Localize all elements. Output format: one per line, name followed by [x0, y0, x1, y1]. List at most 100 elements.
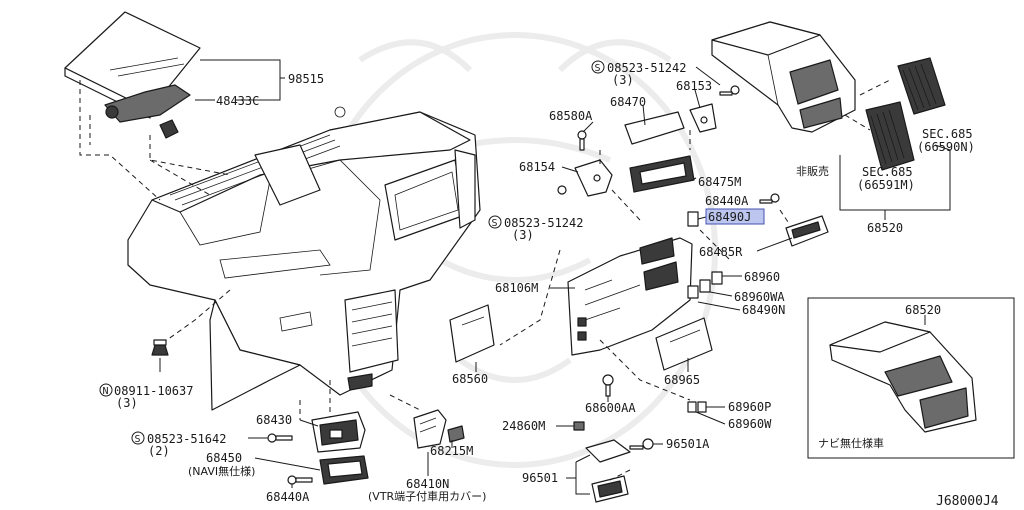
diagram-code: J68000J4 [936, 494, 999, 509]
console-leaders [839, 79, 951, 220]
svg-text:(3): (3) [116, 396, 138, 410]
svg-text:S: S [595, 63, 601, 74]
label-68450: 68450 (NAVI無仕様) [188, 451, 255, 478]
svg-text:68490N: 68490N [742, 303, 785, 317]
svg-text:68960: 68960 [744, 270, 780, 284]
svg-text:(3): (3) [512, 228, 534, 242]
label-68490j-highlighted[interactable]: 68490J [705, 208, 765, 225]
part-68430 [311, 411, 366, 453]
label-08523-51642: S 08523-51642 (2) [131, 431, 226, 458]
label-96501a: 96501A [666, 437, 710, 451]
inset-caption: ナビ無仕様車 [818, 436, 884, 450]
label-68520: 68520 [867, 221, 903, 235]
svg-text:68960WA: 68960WA [734, 290, 785, 304]
label-68106m: 68106M [495, 281, 538, 295]
svg-text:68485R: 68485R [699, 245, 743, 259]
svg-text:N: N [103, 386, 109, 397]
svg-text:68600AA: 68600AA [585, 401, 636, 415]
svg-text:非販売: 非販売 [796, 165, 829, 178]
screw-08523-51242-top [719, 85, 740, 96]
part-68154-bracket [574, 159, 613, 197]
label-hihanbai: 非販売 [796, 165, 829, 178]
label-68960p: 68960P [728, 400, 771, 414]
svg-text:68215M: 68215M [430, 444, 473, 458]
svg-text:(VTR端子付車用カバー): (VTR端子付車用カバー) [368, 489, 486, 503]
screw-68580a [577, 130, 587, 151]
part-96501a-screw [629, 438, 654, 450]
label-68960w: 68960W [728, 417, 772, 431]
label-68560: 68560 [452, 372, 488, 386]
svg-text:(2): (2) [148, 444, 170, 458]
svg-text:SEC.685: SEC.685 [922, 127, 973, 141]
svg-text:68490J: 68490J [708, 210, 751, 224]
part-68106m-panel [567, 237, 693, 356]
svg-text:(NAVI無仕様): (NAVI無仕様) [188, 464, 255, 478]
label-68410n: 68410N (VTR端子付車用カバー) [368, 477, 486, 503]
label-68960wa: 68960WA [734, 290, 785, 304]
svg-text:68470: 68470 [610, 95, 646, 109]
label-68580a: 68580A [549, 109, 593, 123]
svg-text:48433C: 48433C [216, 94, 259, 108]
svg-text:J68000J4: J68000J4 [936, 494, 999, 509]
part-68965 [655, 317, 713, 371]
svg-text:68580A: 68580A [549, 109, 593, 123]
label-98515: 98515 [288, 72, 324, 86]
screw-08523-51642 [267, 433, 293, 443]
label-leaders [159, 59, 793, 495]
svg-text:08523-51242: 08523-51242 [607, 61, 686, 75]
part-24860m [573, 421, 585, 431]
label-sec685-66591m: SEC.685 (66591M) [857, 165, 915, 192]
screw-68440a-bottom [287, 475, 313, 485]
label-68430: 68430 [256, 413, 292, 427]
label-96501: 96501 [522, 471, 558, 485]
inset-frame [807, 297, 1015, 459]
parts-68960-group [687, 271, 723, 299]
part-68560 [449, 304, 495, 363]
svg-text:08523-51242: 08523-51242 [504, 216, 583, 230]
parts-68960p-w [687, 401, 707, 413]
svg-text:24860M: 24860M [502, 419, 545, 433]
part-68485r [785, 215, 829, 247]
svg-text:68960W: 68960W [728, 417, 772, 431]
svg-text:98515: 98515 [288, 72, 324, 86]
svg-text:ナビ無仕様車: ナビ無仕様車 [818, 436, 884, 450]
part-68215m [447, 425, 465, 443]
console-68520 [711, 21, 856, 133]
part-68470 [624, 111, 685, 145]
svg-text:68440A: 68440A [705, 194, 749, 208]
label-08523-51242-top: S 08523-51242 (3) [591, 60, 686, 87]
nut-08911-10637 [151, 339, 169, 356]
label-68965: 68965 [664, 373, 700, 387]
svg-text:SEC.685: SEC.685 [862, 165, 913, 179]
svg-text:68450: 68450 [206, 451, 242, 465]
svg-text:(66591M): (66591M) [857, 178, 915, 192]
label-08523-51242-mid: S 08523-51242 (3) [488, 215, 583, 242]
label-68440a-bottom: 68440A [266, 490, 310, 504]
part-68475m [629, 155, 695, 193]
part-68490j [687, 211, 699, 227]
label-sec685-66590n: SEC.685 (66590N) [917, 127, 975, 154]
part-96501-pocket [585, 439, 631, 503]
svg-text:(3): (3) [612, 73, 634, 87]
label-68485r: 68485R [699, 245, 743, 259]
label-48433c: 48433C [216, 94, 259, 108]
svg-text:68153: 68153 [676, 79, 712, 93]
svg-text:S: S [135, 434, 141, 445]
screw-68440a-top [759, 193, 780, 204]
label-68215m: 68215M [430, 444, 473, 458]
dashboard-panel [127, 106, 481, 411]
label-68153: 68153 [676, 79, 712, 93]
part-68410n [413, 409, 447, 449]
label-68475m: 68475M [698, 175, 741, 189]
svg-text:68520: 68520 [905, 303, 941, 317]
svg-text:96501: 96501 [522, 471, 558, 485]
label-68490n: 68490N [742, 303, 785, 317]
label-68154: 68154 [519, 160, 555, 174]
svg-text:68965: 68965 [664, 373, 700, 387]
dashed-leaders-left [79, 80, 421, 420]
svg-text:08523-51642: 08523-51642 [147, 432, 226, 446]
svg-text:68560: 68560 [452, 372, 488, 386]
svg-text:68154: 68154 [519, 160, 555, 174]
part-68153-bracket [689, 103, 717, 133]
